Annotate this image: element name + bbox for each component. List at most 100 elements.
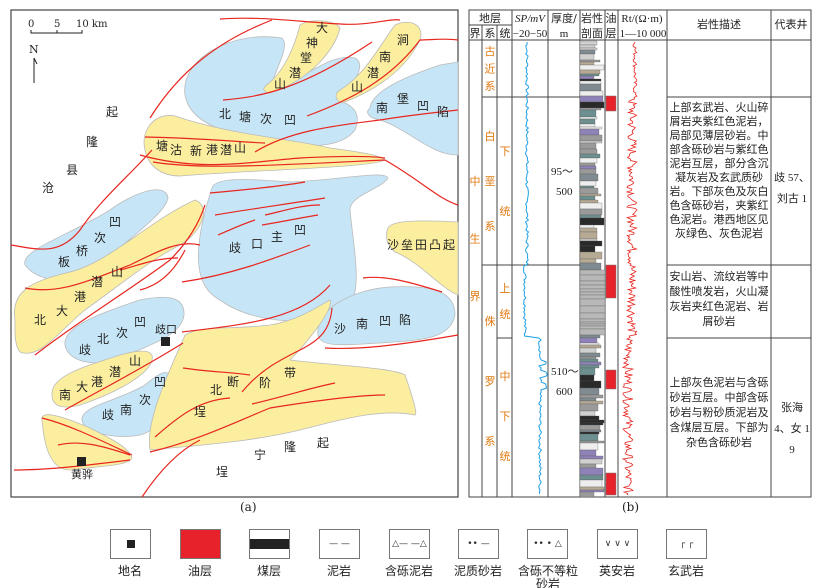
header-rt-range: 1—10 000 bbox=[620, 28, 667, 40]
lithology-bed bbox=[579, 479, 603, 488]
high-jiannan bbox=[335, 21, 422, 104]
place-square-icon bbox=[110, 529, 151, 559]
lithology-bed bbox=[579, 415, 600, 421]
oil-layers bbox=[605, 95, 617, 496]
lithology-bed bbox=[579, 128, 600, 136]
label-nandagang: 南大港潜山 bbox=[59, 354, 141, 402]
system-jurassic: 侏罗系 bbox=[485, 315, 496, 448]
wells-jurassic: 张海 4、女 19 bbox=[774, 402, 810, 456]
basin-shanan bbox=[317, 286, 456, 346]
oil-layer bbox=[605, 95, 617, 112]
legend-label: 含砾泥岩 bbox=[384, 564, 433, 578]
basalt-icon: ┌ ┌ bbox=[666, 529, 707, 559]
lithology-bed bbox=[579, 118, 596, 125]
label-shanan: 沙南凹陷 bbox=[334, 312, 411, 336]
lithology-bed bbox=[579, 318, 606, 323]
lithology-bed bbox=[579, 380, 602, 389]
lithology-bed bbox=[579, 123, 596, 128]
lithology-bed bbox=[579, 334, 601, 339]
lithology-bed bbox=[579, 227, 598, 233]
lithology-bed bbox=[579, 214, 602, 219]
label-chengning: 埕宁隆起 bbox=[216, 436, 329, 479]
lithology-bed bbox=[579, 195, 596, 201]
oil-layer bbox=[605, 472, 617, 496]
label-chengbei: 埕北断阶带 bbox=[194, 366, 296, 419]
basin-qikou-main bbox=[197, 174, 389, 322]
lithology-bed bbox=[579, 486, 605, 491]
high-tanggu bbox=[143, 115, 386, 177]
lithology-bed bbox=[579, 269, 606, 276]
lithology-bed bbox=[579, 323, 606, 327]
lithology-bed bbox=[579, 410, 596, 417]
town-huanghua: 黄骅 bbox=[71, 457, 93, 481]
lithology-bed bbox=[579, 422, 604, 426]
lithology-bed bbox=[579, 364, 600, 369]
wells-cretaceous: 歧 57、刘古 1 bbox=[774, 172, 810, 205]
lithology-bed bbox=[579, 489, 605, 493]
description-cretaceous: 上部玄武岩、火山碎屑岩夹紫红色泥岩，局部见薄层砂岩。中部含砾砂岩与紫红色泥岩互层… bbox=[669, 102, 769, 240]
lithology-bed bbox=[579, 109, 597, 118]
lithology-bed bbox=[579, 47, 598, 51]
lithology-bed bbox=[579, 356, 597, 360]
scale-bar: 0 5 10 km bbox=[28, 19, 108, 34]
lithology-bed bbox=[579, 217, 605, 226]
lithology-bed bbox=[579, 429, 602, 433]
label-qikou-main: 歧口主凹 bbox=[229, 223, 306, 255]
lithology-bed bbox=[579, 280, 606, 286]
lithology-bed bbox=[579, 59, 601, 63]
lithology-bed bbox=[579, 397, 597, 402]
lithology-bed bbox=[579, 126, 603, 130]
header-sp: SP/mV bbox=[515, 13, 546, 25]
header-system: 系 bbox=[485, 27, 496, 40]
lithology-bed bbox=[579, 367, 596, 376]
lithology-bed bbox=[579, 40, 598, 46]
town-marker-icon bbox=[77, 457, 86, 466]
legend-label: 含砾不等粒砂岩 bbox=[518, 564, 579, 588]
label-qibei: 歧北次凹 bbox=[79, 315, 146, 357]
lithology-bed bbox=[579, 474, 604, 481]
lithology-bed bbox=[579, 95, 604, 103]
lithology-bed bbox=[579, 325, 606, 330]
lithology-bed bbox=[579, 44, 596, 49]
stratigraphic-column: 地层 界 系 统 SP/mV −20−50 厚度/ m 岩性 剖面 油 层 Rt… bbox=[468, 9, 812, 498]
lithology-bed bbox=[579, 403, 599, 412]
town-qikou: 歧口 bbox=[155, 323, 177, 346]
lithology-bed bbox=[579, 284, 606, 290]
lithology-bed bbox=[579, 140, 603, 144]
lithology-column bbox=[579, 40, 606, 498]
lithology-bed bbox=[579, 321, 606, 325]
lithology-bed bbox=[579, 240, 603, 247]
label-qinan: 歧南次凹 bbox=[102, 375, 166, 422]
series-middle-lower: 中下统 bbox=[500, 370, 511, 463]
lithology-bed bbox=[579, 90, 604, 97]
high-nandagang bbox=[51, 350, 153, 408]
lithology-bed bbox=[579, 274, 606, 282]
lithology-bed bbox=[579, 83, 602, 92]
north-arrow-icon: N bbox=[29, 43, 39, 83]
oil-layer bbox=[605, 264, 617, 299]
high-beidagang bbox=[13, 199, 204, 354]
sp-log-curve bbox=[522, 41, 548, 495]
header-oil-sub: 层 bbox=[606, 27, 617, 40]
lithology-bed bbox=[579, 400, 604, 405]
label-dashentang: 大神堂潜山 bbox=[274, 21, 328, 91]
lithology-bed bbox=[579, 440, 605, 444]
lithology-bed bbox=[579, 467, 604, 476]
oil-layer-icon bbox=[180, 529, 221, 559]
scale-tick-label: 10 km bbox=[76, 19, 108, 30]
lithology-bed bbox=[579, 258, 597, 264]
label-tanggu: 塘沽新港潜山 bbox=[156, 138, 246, 158]
lithology-bed bbox=[579, 180, 597, 187]
header-era: 界 bbox=[470, 27, 481, 40]
lithology-bed bbox=[579, 168, 597, 175]
lithology-bed bbox=[579, 455, 604, 460]
pebbly-sandstone-icon: •• • △ bbox=[527, 529, 568, 559]
label-beitang: 北塘次凹 bbox=[219, 107, 296, 127]
lithology-bed bbox=[579, 107, 602, 111]
scale-tick-label: 5 bbox=[54, 19, 60, 30]
lithology-bed bbox=[579, 157, 598, 164]
legend-label: 英安岩 bbox=[598, 564, 635, 578]
lithology-bed bbox=[579, 202, 603, 210]
label-banqiao: 板桥次凹 bbox=[58, 215, 121, 269]
